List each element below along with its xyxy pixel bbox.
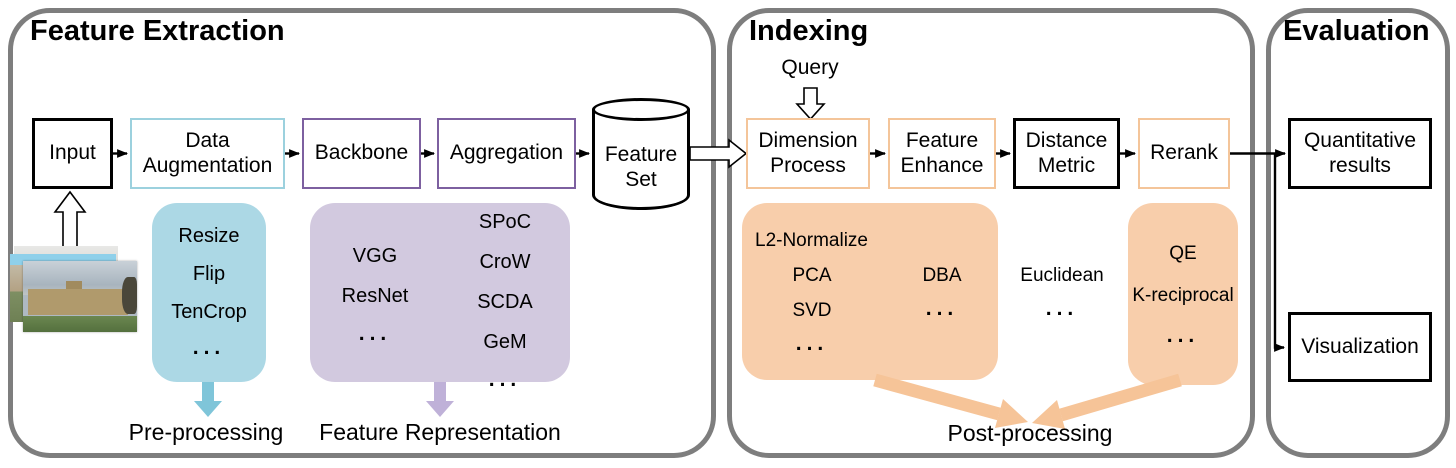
feature-extraction-panel	[8, 8, 716, 458]
ellipsis: ...	[488, 368, 522, 391]
feature-extraction-title: Feature Extraction	[30, 15, 285, 47]
evaluation-panel	[1266, 8, 1450, 458]
preprocessing-caption: Pre-processing	[128, 419, 284, 445]
photo-cathedral-building	[27, 289, 128, 315]
enhance-method-list: DBA ...	[900, 265, 984, 319]
list-item: SVD	[792, 300, 832, 321]
photo-lawn	[23, 316, 137, 332]
ellipsis: ...	[1166, 324, 1200, 347]
backbone-box: Backbone	[302, 118, 421, 189]
list-item: Flip	[192, 263, 226, 285]
indexing-panel	[727, 8, 1255, 458]
query-image-front	[23, 261, 137, 332]
photo-tree	[122, 276, 137, 314]
evaluation-title: Evaluation	[1283, 15, 1430, 47]
list-item: L2-Normalize	[755, 230, 868, 251]
quantitative-results-box: Quantitative results	[1288, 118, 1432, 189]
indexing-title: Indexing	[749, 15, 869, 47]
postprocessing-caption: Post-processing	[947, 420, 1113, 446]
list-item: ResNet	[341, 285, 409, 307]
list-item: Resize	[178, 225, 240, 247]
feature-set-database: Feature Set	[592, 98, 690, 210]
rerank-method-list: QE K-reciprocal ...	[1128, 203, 1238, 346]
feature-enhance-box: Feature Enhance	[888, 118, 996, 189]
list-item: Euclidean	[1020, 265, 1104, 286]
list-item: GeM	[483, 331, 527, 353]
input-box: Input	[32, 118, 113, 189]
preprocessing-methods-blob: Resize Flip TenCrop ...	[152, 203, 266, 382]
preprocessing-method-list: Resize Flip TenCrop ...	[152, 203, 266, 358]
list-item: QE	[1169, 243, 1197, 264]
ellipsis: ...	[1045, 297, 1079, 320]
rerank-methods-blob: QE K-reciprocal ...	[1128, 203, 1238, 385]
dimension-method-list: PCA SVD ...	[760, 265, 864, 354]
list-item: CroW	[479, 251, 531, 273]
representation-methods-blob: VGG ResNet ... SPoC CroW SCDA GeM ...	[310, 203, 570, 390]
ellipsis: ...	[925, 297, 959, 320]
query-label: Query	[781, 56, 839, 79]
list-item: SCDA	[477, 291, 533, 313]
backbone-method-list: VGG ResNet ...	[310, 203, 440, 344]
feature-set-label: Feature Set	[604, 142, 678, 191]
list-item: SPoC	[478, 211, 532, 233]
cylinder-body	[592, 109, 690, 210]
ellipsis: ...	[795, 332, 829, 355]
distance-metric-box: Distance Metric	[1013, 118, 1120, 189]
aggregation-method-list: SPoC CroW SCDA GeM ...	[440, 203, 570, 390]
list-item: PCA	[792, 265, 832, 286]
dimension-process-box: Dimension Process	[746, 118, 870, 189]
list-item: DBA	[922, 265, 962, 286]
cylinder-top-ellipse	[592, 98, 690, 121]
aggregation-box: Aggregation	[437, 118, 576, 189]
rerank-box: Rerank	[1138, 118, 1230, 189]
list-item: TenCrop	[171, 301, 247, 323]
ellipsis: ...	[192, 336, 226, 359]
list-item: K-reciprocal	[1132, 285, 1234, 306]
dimension-methods-blob: L2-Normalize PCA SVD ... DBA ...	[742, 203, 998, 380]
visualization-box: Visualization	[1288, 312, 1432, 382]
representation-caption: Feature Representation	[319, 419, 561, 445]
ellipsis: ...	[358, 322, 392, 345]
data-augmentation-box: Data Augmentation	[130, 118, 285, 189]
distance-method-list: Euclidean ...	[998, 265, 1126, 319]
list-item: VGG	[352, 245, 398, 267]
